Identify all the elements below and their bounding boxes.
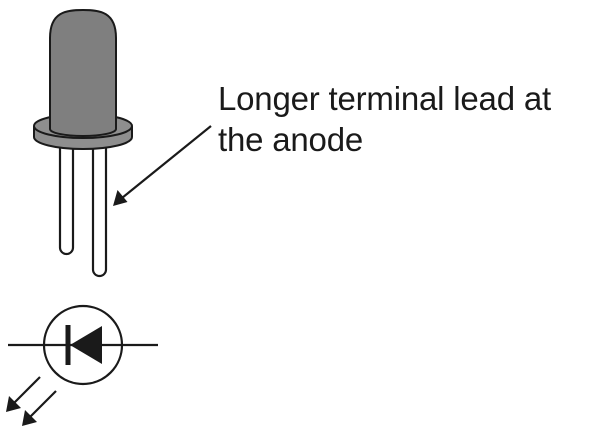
led-leads (58, 130, 108, 278)
led-schematic-symbol (8, 304, 158, 386)
emission-arrowhead-1 (6, 396, 21, 412)
short-lead (58, 130, 75, 256)
led-dome-body (49, 8, 117, 137)
callout-text-line-2: the anode (218, 121, 364, 158)
diode-triangle (70, 326, 102, 364)
light-emission-arrows (6, 376, 57, 426)
callout-arrow (113, 125, 212, 206)
emission-arrowhead-2 (22, 410, 37, 426)
callout-text-line-1: Longer terminal lead at (218, 80, 551, 117)
long-lead-anode (91, 130, 108, 278)
callout-arrowhead (113, 190, 128, 206)
